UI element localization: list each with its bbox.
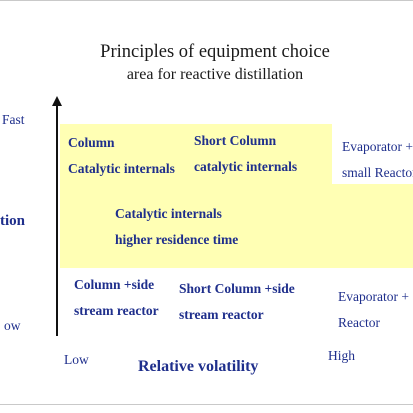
frame-bottom-line [0, 404, 413, 405]
cell-column-side-stream: Column +side stream reactor [74, 272, 159, 324]
y-axis-label: tion [0, 213, 26, 229]
cell-evaporator-small-reactor-line1: Evaporator + [342, 139, 413, 154]
y-axis-top-tick: Fast [2, 112, 25, 127]
diagram-title: Principles of equipment choice [100, 42, 330, 62]
highlight-region-middle [60, 184, 413, 268]
cell-catalytic-residence-line2: higher residence time [115, 232, 239, 247]
y-axis-bottom-tick: ow [4, 318, 21, 333]
cell-short-column-side-stream-line2: stream reactor [179, 307, 264, 322]
cell-short-column-catalytic: Short Column catalytic internals [194, 128, 297, 180]
diagram-subtitle: area for reactive distillation [126, 66, 304, 83]
cell-evaporator-reactor: Evaporator + Reactor [338, 284, 409, 336]
highlight-region-top [60, 124, 332, 184]
cell-short-column-catalytic-line1: Short Column [194, 133, 277, 148]
cell-evaporator-reactor-line2: Reactor [338, 315, 380, 330]
cell-short-column-catalytic-line2: catalytic internals [194, 159, 298, 174]
cell-column-catalytic-line2: Catalytic internals [68, 161, 175, 176]
cell-column-side-stream-line2: stream reactor [74, 303, 159, 318]
cell-short-column-side-stream-line1: Short Column +side [179, 281, 295, 296]
cell-column-catalytic: Column Catalytic internals [68, 130, 175, 182]
cell-evaporator-reactor-line1: Evaporator + [338, 289, 409, 304]
frame-top-line [0, 0, 413, 1]
y-axis-arrow-icon [52, 96, 62, 106]
cell-column-side-stream-line1: Column +side [74, 277, 155, 292]
cell-evaporator-small-reactor-line2: small Reactor [342, 165, 413, 180]
x-axis-high-tick: High [328, 348, 355, 363]
cell-short-column-side-stream: Short Column +side stream reactor [179, 276, 295, 328]
cell-catalytic-residence: Catalytic internals higher residence tim… [115, 201, 238, 253]
cell-catalytic-residence-line1: Catalytic internals [115, 206, 222, 221]
x-axis-label: Relative volatility [138, 358, 259, 375]
x-axis-low-tick: Low [64, 352, 89, 367]
cell-column-catalytic-line1: Column [68, 135, 115, 150]
cell-evaporator-small-reactor: Evaporator + small Reactor [342, 134, 413, 186]
y-axis-line [56, 104, 58, 336]
